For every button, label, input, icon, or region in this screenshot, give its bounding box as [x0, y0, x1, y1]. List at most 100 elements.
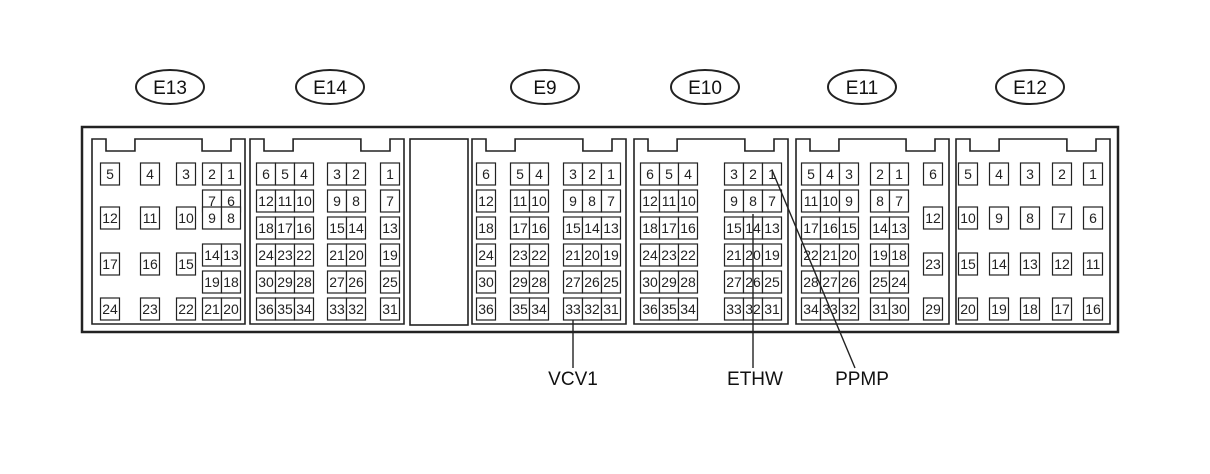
- pin-cell: 31: [869, 297, 891, 321]
- pin-cell: 32: [345, 297, 367, 321]
- pin-cell: 11: [139, 206, 161, 230]
- svg-text:19: 19: [991, 301, 1007, 317]
- svg-text:12: 12: [642, 193, 658, 209]
- svg-text:25: 25: [603, 274, 619, 290]
- svg-text:2: 2: [208, 166, 216, 182]
- svg-text:31: 31: [603, 301, 619, 317]
- pin-cell: 29: [658, 270, 680, 294]
- svg-text:2: 2: [1058, 166, 1066, 182]
- pin-cell: 10: [175, 206, 197, 230]
- pin-cell: 11: [274, 189, 296, 213]
- svg-text:11: 11: [143, 210, 158, 226]
- pin-cell: 21: [723, 243, 745, 267]
- pin-cell: 27: [819, 270, 841, 294]
- pin-cell: 6: [639, 162, 661, 186]
- pin-cell: 1: [600, 162, 622, 186]
- svg-text:12: 12: [102, 210, 118, 226]
- svg-text:24: 24: [478, 247, 494, 263]
- svg-text:20: 20: [841, 247, 857, 263]
- pin-cell: 23: [139, 297, 161, 321]
- pin-cell: 23: [509, 243, 531, 267]
- pin-cell: 26: [838, 270, 860, 294]
- svg-text:9: 9: [208, 210, 216, 226]
- connector-frame: [633, 138, 789, 325]
- pin-cell: 24: [475, 243, 497, 267]
- svg-text:31: 31: [382, 301, 398, 317]
- pin-cell: 15: [562, 216, 584, 240]
- connector-id-text: E10: [688, 78, 722, 99]
- svg-text:2: 2: [352, 166, 360, 182]
- pin-cell: 22: [293, 243, 315, 267]
- callout-label: VCV1: [548, 369, 598, 390]
- connector-label-e13: E13: [135, 69, 205, 105]
- svg-text:5: 5: [106, 166, 114, 182]
- pin-cell: 3: [1019, 162, 1041, 186]
- svg-text:7: 7: [386, 193, 394, 209]
- svg-text:11: 11: [804, 193, 819, 209]
- svg-text:36: 36: [258, 301, 274, 317]
- svg-text:13: 13: [223, 247, 239, 263]
- pin-cell: 9: [723, 189, 745, 213]
- pin-cell: 33: [326, 297, 348, 321]
- svg-text:31: 31: [764, 301, 780, 317]
- svg-text:34: 34: [803, 301, 819, 317]
- pin-cell: 19: [761, 243, 783, 267]
- svg-text:15: 15: [178, 256, 194, 272]
- svg-text:19: 19: [603, 247, 619, 263]
- pin-cell: 3: [175, 162, 197, 186]
- svg-text:33: 33: [329, 301, 345, 317]
- svg-text:14: 14: [204, 247, 220, 263]
- pin-cell: 14: [581, 216, 603, 240]
- pin-cell: 25: [761, 270, 783, 294]
- svg-text:9: 9: [333, 193, 341, 209]
- svg-text:28: 28: [803, 274, 819, 290]
- pin-cell: 28: [293, 270, 315, 294]
- svg-text:6: 6: [1089, 210, 1097, 226]
- pin-cell: 1: [888, 162, 910, 186]
- pin-cell: 6: [255, 162, 277, 186]
- svg-text:9: 9: [730, 193, 738, 209]
- pin-cell: 34: [528, 297, 550, 321]
- pin-cell: 10: [293, 189, 315, 213]
- svg-text:35: 35: [512, 301, 528, 317]
- svg-text:3: 3: [569, 166, 577, 182]
- svg-text:8: 8: [227, 210, 235, 226]
- svg-text:12: 12: [258, 193, 274, 209]
- connector-id-text: E14: [313, 78, 347, 99]
- pin-cell: 5: [800, 162, 822, 186]
- svg-text:18: 18: [642, 220, 658, 236]
- svg-text:6: 6: [929, 166, 937, 182]
- pin-cell: 3: [326, 162, 348, 186]
- svg-text:17: 17: [277, 220, 293, 236]
- svg-text:27: 27: [726, 274, 742, 290]
- svg-text:23: 23: [142, 301, 158, 317]
- pin-cell: 36: [255, 297, 277, 321]
- pin-cell: 30: [888, 297, 910, 321]
- svg-text:3: 3: [730, 166, 738, 182]
- pin-cell: 17: [99, 252, 121, 276]
- pin-cell: 11: [658, 189, 680, 213]
- pin-cell: 35: [658, 297, 680, 321]
- pin-cell: 35: [509, 297, 531, 321]
- svg-text:4: 4: [826, 166, 834, 182]
- pin-cell: 23: [922, 252, 944, 276]
- pin-cell: 5: [509, 162, 531, 186]
- svg-text:28: 28: [296, 274, 312, 290]
- connector-label-e11: E11: [827, 69, 897, 105]
- svg-text:14: 14: [348, 220, 364, 236]
- svg-text:9: 9: [569, 193, 577, 209]
- pin-cell: 17: [658, 216, 680, 240]
- svg-text:5: 5: [516, 166, 524, 182]
- pin-cell: 8: [581, 189, 603, 213]
- svg-text:1: 1: [227, 166, 235, 182]
- pin-cell: 9: [562, 189, 584, 213]
- pin-cell: 15: [838, 216, 860, 240]
- svg-text:14: 14: [991, 256, 1007, 272]
- svg-text:2: 2: [876, 166, 884, 182]
- svg-text:35: 35: [661, 301, 677, 317]
- svg-text:30: 30: [642, 274, 658, 290]
- pin-cell: 25: [600, 270, 622, 294]
- svg-text:18: 18: [1022, 301, 1038, 317]
- callout-vcv1: VCV1: [548, 320, 598, 390]
- connector-id-text: E9: [533, 78, 556, 99]
